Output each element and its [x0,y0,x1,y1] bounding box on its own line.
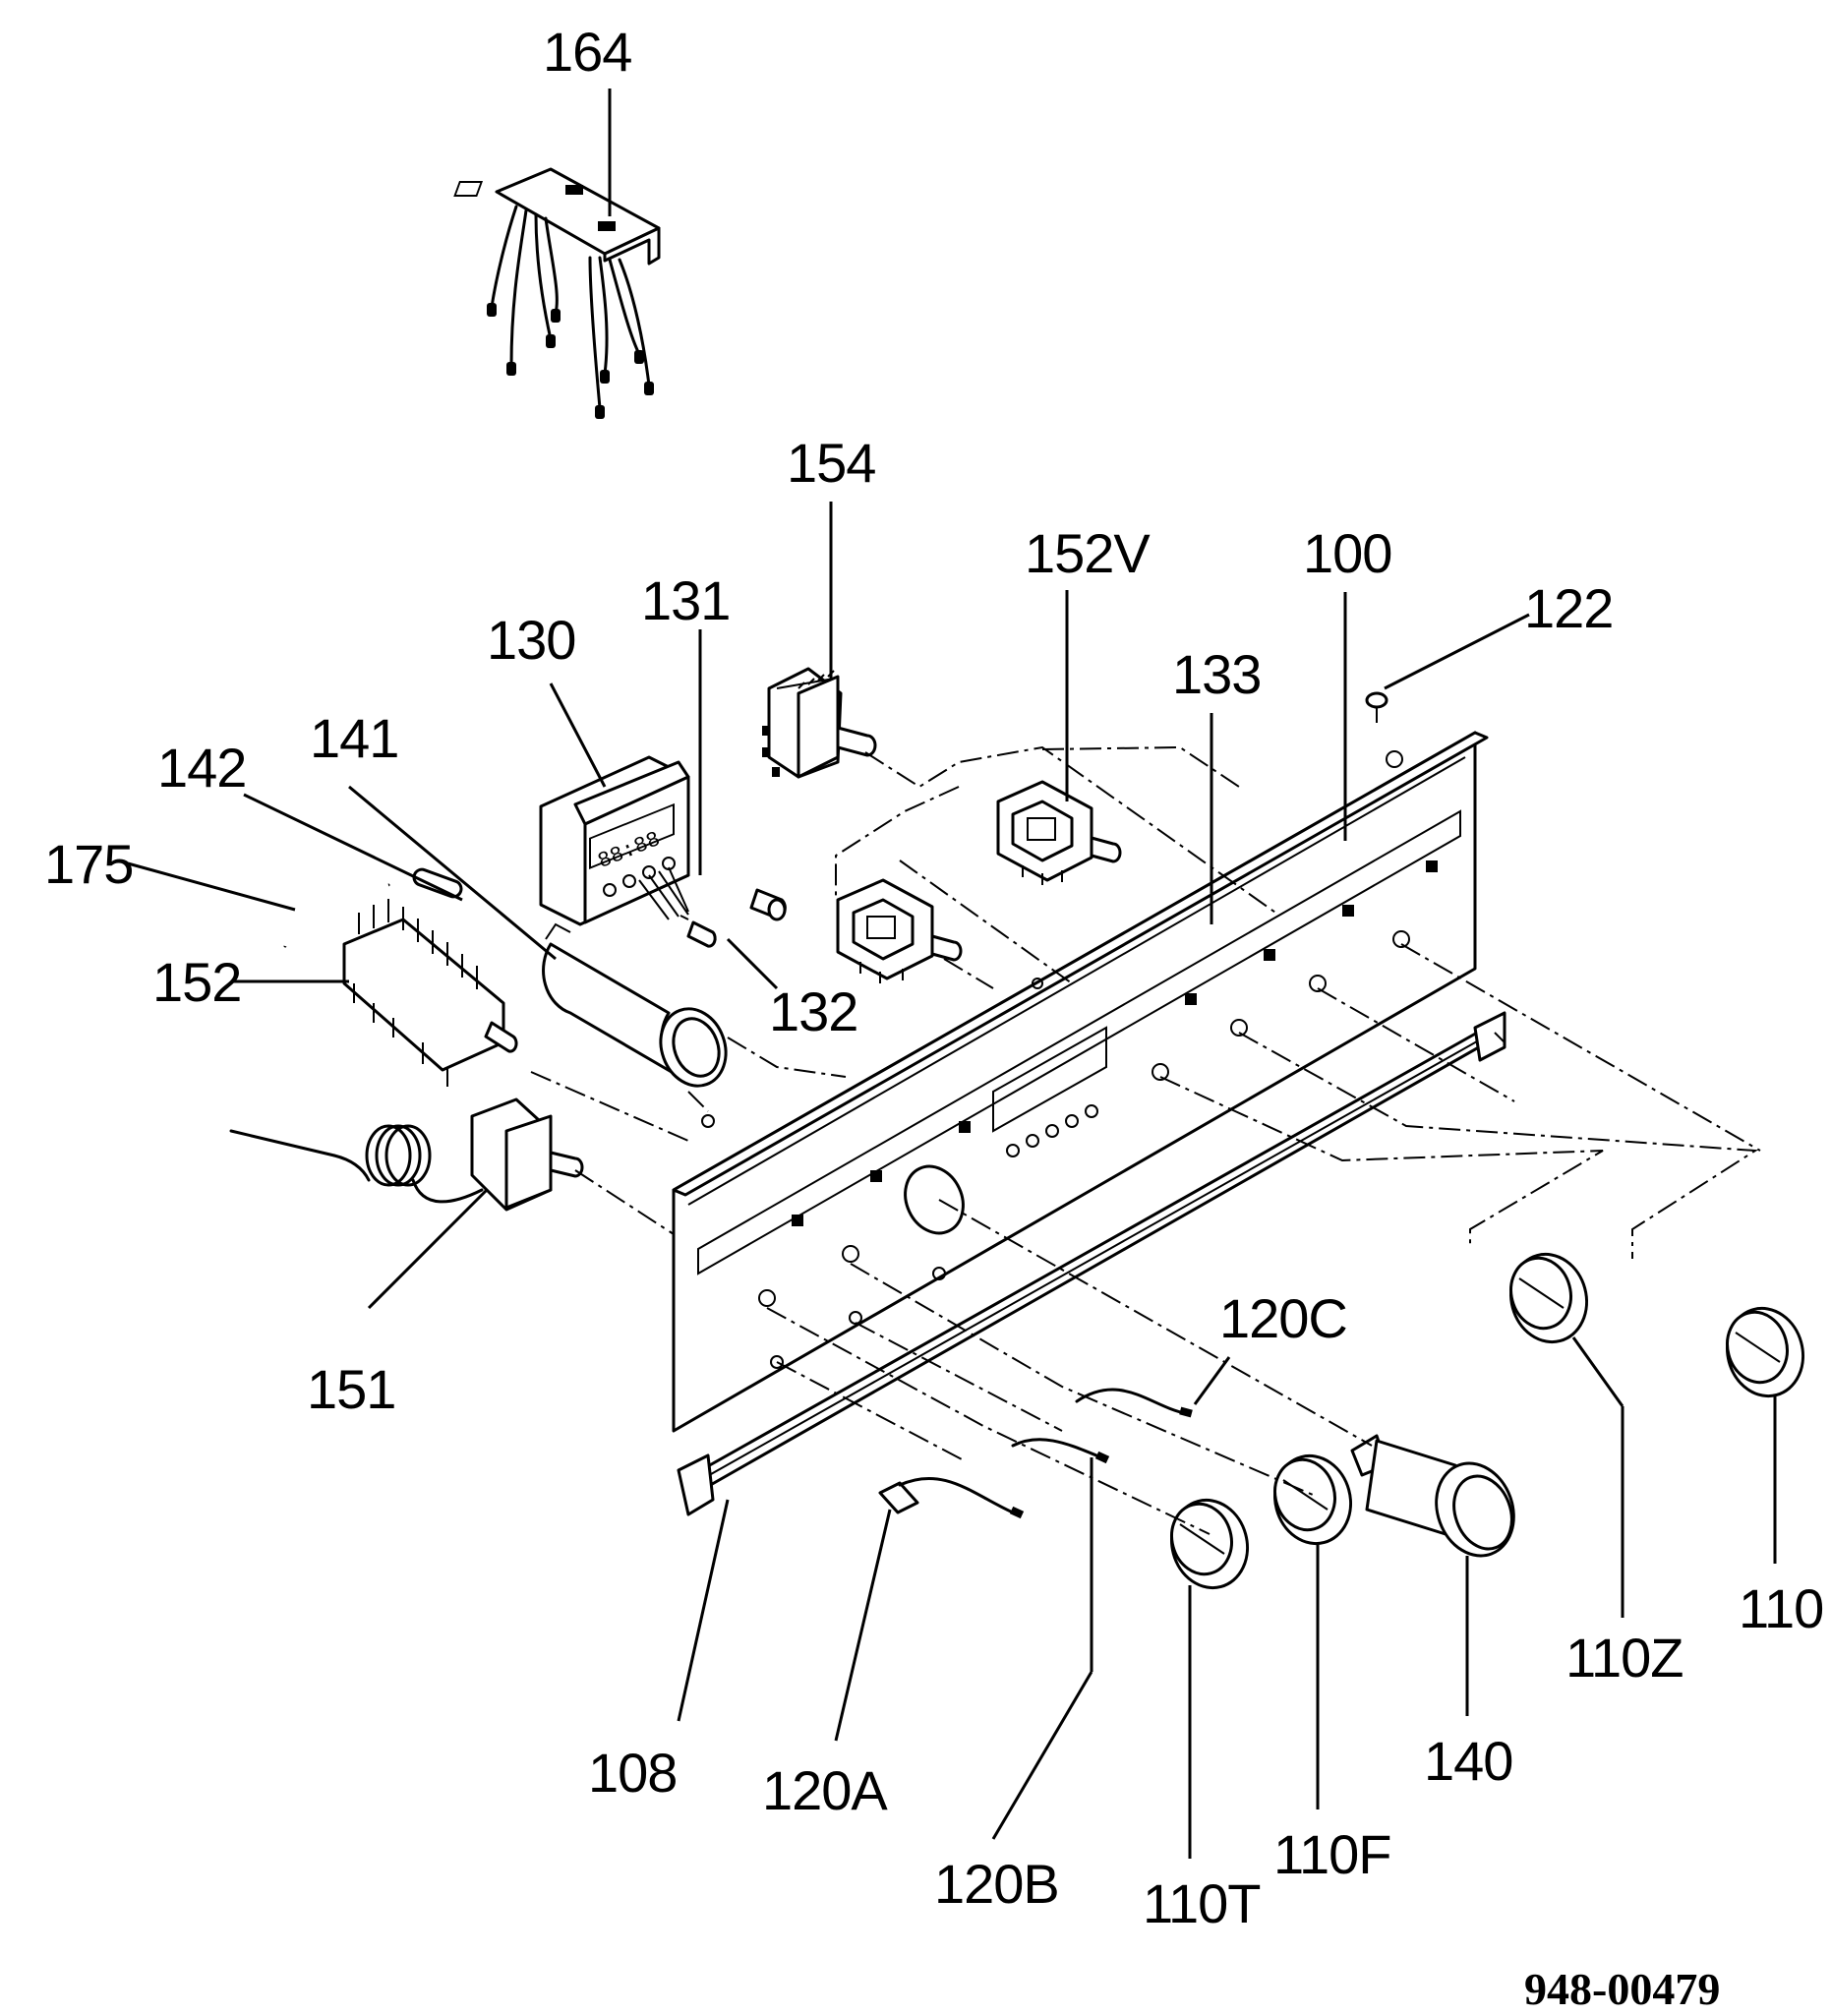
part-120b-wire [1011,1438,1110,1464]
part-152v-switch-lower [836,878,963,983]
label-110t: 110T [1143,1872,1260,1934]
part-151-thermostat [229,1097,584,1212]
label-152v: 152V [1025,522,1151,584]
label-120a: 120A [762,1759,888,1821]
label-142: 142 [157,737,246,799]
part-100-control-panel [672,731,1489,1433]
label-141: 141 [310,707,398,769]
part-141-lamp-holder [542,922,728,1088]
part-122-screw [1365,691,1388,723]
part-154-rotary-switch [762,667,877,779]
label-164: 164 [543,21,631,83]
label-131: 131 [641,569,730,631]
label-175: 175 [44,833,133,895]
part-120a-wire [878,1476,1025,1519]
label-152: 152 [152,951,241,1013]
part-152-selector-switch [342,899,518,1087]
label-110: 110 [1739,1577,1823,1639]
document-number: 948-00479 [1524,1964,1720,2014]
alignment-lines [530,745,1761,1535]
label-122: 122 [1524,577,1613,639]
part-164-wiring-harness [453,167,661,419]
part-175-bracket [283,883,390,948]
part-130-clock-timer: 88:88 [539,755,690,926]
label-130: 130 [487,609,575,671]
label-151: 151 [307,1358,395,1420]
part-131-pin [749,888,787,921]
label-140: 140 [1424,1730,1512,1792]
part-120c-wire [1075,1388,1193,1418]
part-110t-knob [1169,1498,1250,1590]
leader-lines [127,89,1777,1859]
label-120b: 120B [934,1853,1059,1915]
part-142-bar [412,867,463,899]
part-140-lamp [1350,1434,1515,1558]
label-132: 132 [769,980,857,1042]
label-108: 108 [588,1742,677,1804]
label-110f: 110F [1273,1823,1390,1885]
label-133: 133 [1172,643,1261,705]
part-110z-knob [1508,1252,1589,1344]
label-110z: 110Z [1565,1627,1683,1689]
label-154: 154 [787,432,875,494]
part-110f-knob [1272,1453,1353,1546]
part-110-knob [1725,1306,1805,1398]
part-152v-switch-upper [996,780,1122,885]
label-120c: 120C [1219,1287,1347,1349]
part-labels: 164 154 152V 100 122 133 131 130 141 142… [44,21,1824,1934]
label-100: 100 [1303,522,1391,584]
part-132-screw [679,915,717,948]
